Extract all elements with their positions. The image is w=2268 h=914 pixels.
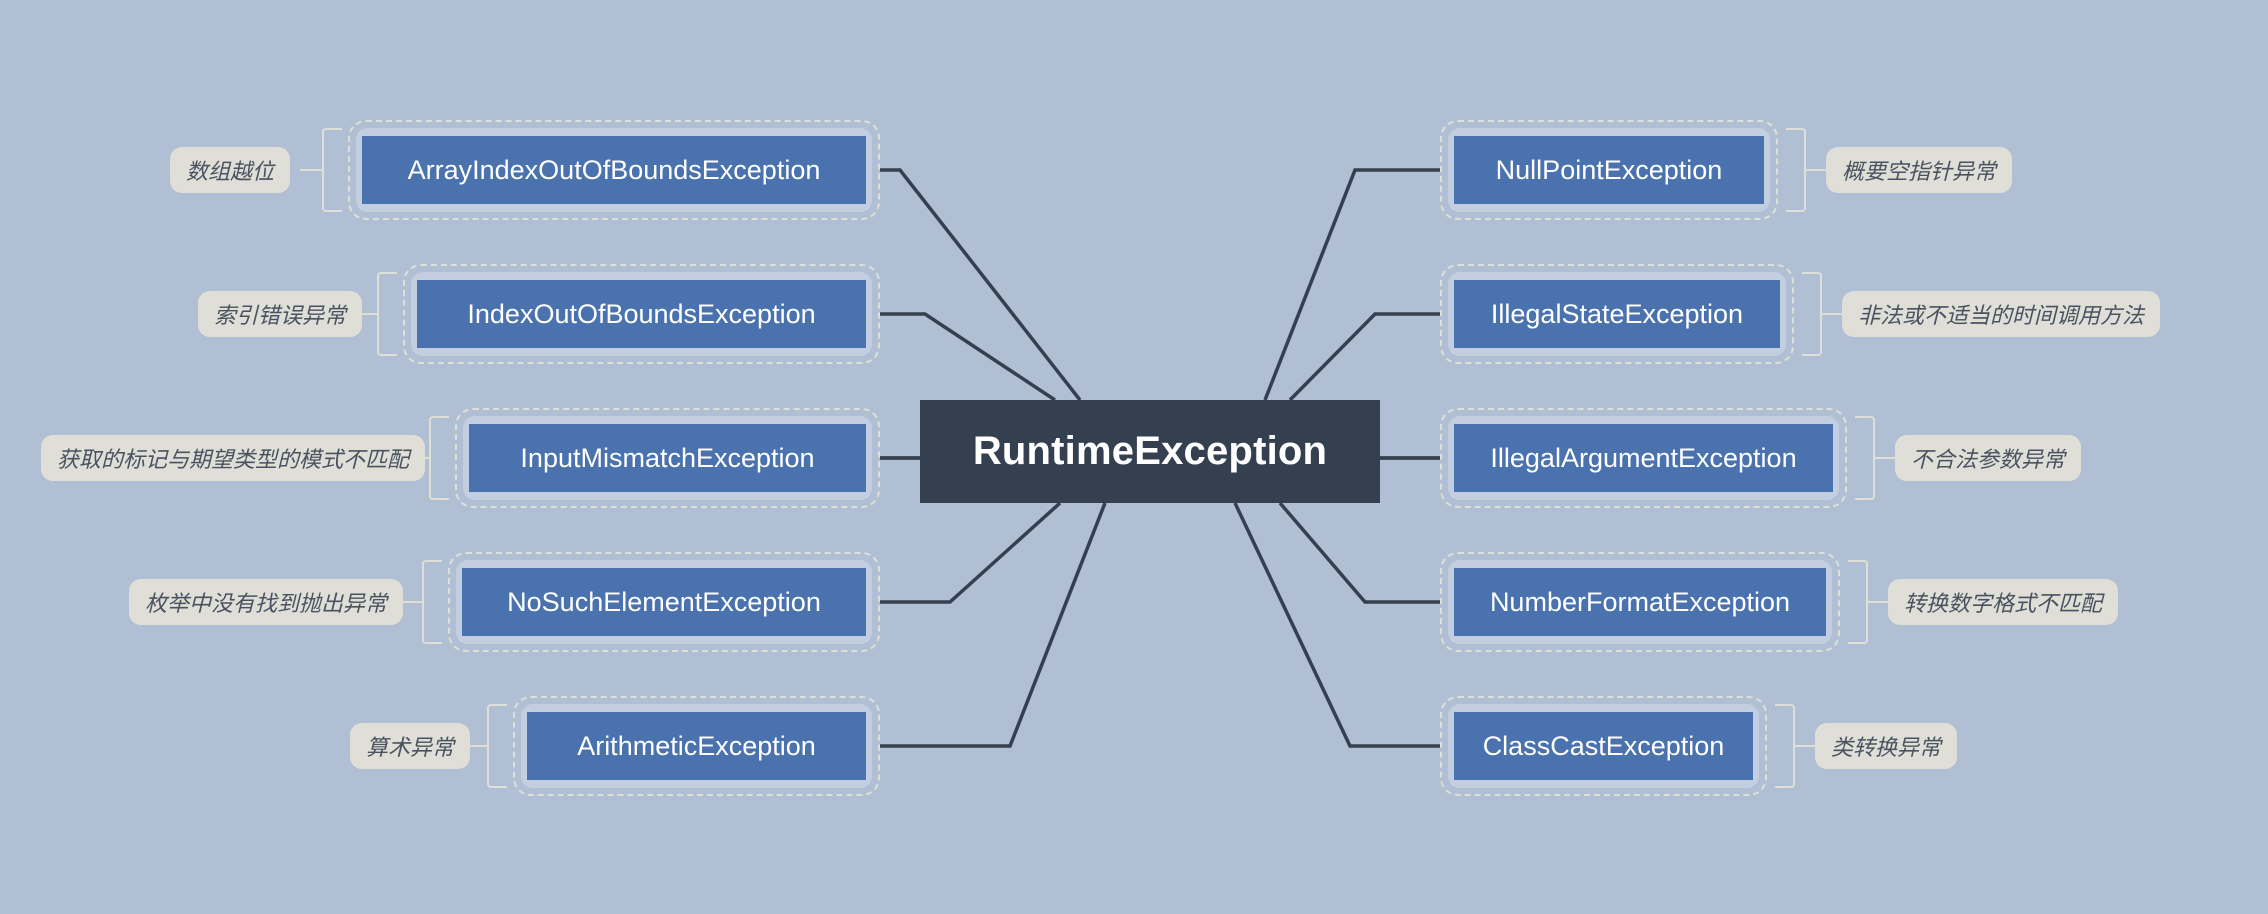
note-left-1[interactable]: 数组越位 (170, 147, 291, 193)
node-numberformatexception[interactable]: NumberFormatException (1454, 568, 1826, 636)
root-node-runtimeexception[interactable]: RuntimeException (920, 400, 1380, 503)
bracket-left-2 (377, 272, 397, 356)
note-right-1[interactable]: 概要空指针异常 (1826, 147, 2013, 193)
bracket-left-1 (322, 128, 342, 212)
bracket-right-1 (1786, 128, 1806, 212)
note-right-2[interactable]: 非法或不适当的时间调用方法 (1842, 291, 2161, 337)
connector-right-5 (1233, 502, 1440, 748)
connector-left-4 (880, 501, 1062, 604)
bracket-right-4 (1848, 560, 1868, 644)
node-frame-right-4 (1440, 552, 1840, 652)
node-frame-right-1 (1440, 120, 1778, 220)
connector-left-5 (880, 502, 1107, 748)
connector-right-2 (1288, 312, 1440, 402)
node-arrayindexoutofboundsexception[interactable]: ArrayIndexOutOfBoundsException (362, 136, 866, 204)
note-left-2[interactable]: 索引错误异常 (198, 291, 363, 337)
bracket-tick-left-1 (300, 169, 324, 171)
note-right-3[interactable]: 不合法参数异常 (1895, 435, 2082, 481)
node-nullpointexception[interactable]: NullPointException (1454, 136, 1764, 204)
connector-right-1 (1263, 168, 1440, 401)
node-classcastexception[interactable]: ClassCastException (1454, 712, 1753, 780)
node-frame-left-1 (348, 120, 880, 220)
bracket-right-5 (1775, 704, 1795, 788)
note-right-4[interactable]: 转换数字格式不匹配 (1888, 579, 2119, 625)
node-frame-right-2 (1440, 264, 1794, 364)
node-nosuchelementexception[interactable]: NoSuchElementException (462, 568, 866, 636)
node-illegalargumentexception[interactable]: IllegalArgumentException (1454, 424, 1833, 492)
connector-left-2 (880, 312, 1056, 402)
node-indexoutofboundsexception[interactable]: IndexOutOfBoundsException (417, 280, 866, 348)
bracket-tick-right-1 (1804, 169, 1828, 171)
bracket-tick-right-3 (1873, 457, 1897, 459)
node-inputmismatchexception[interactable]: InputMismatchException (469, 424, 866, 492)
bracket-tick-right-2 (1820, 313, 1844, 315)
note-left-3[interactable]: 获取的标记与期望类型的模式不匹配 (41, 435, 426, 481)
node-arithmeticexception[interactable]: ArithmeticException (527, 712, 866, 780)
note-right-5[interactable]: 类转换异常 (1815, 723, 1958, 769)
bracket-left-4 (422, 560, 442, 644)
node-frame-left-3 (455, 408, 880, 508)
node-frame-right-5 (1440, 696, 1767, 796)
bracket-tick-left-2 (355, 313, 379, 315)
bracket-tick-right-4 (1866, 601, 1890, 603)
node-frame-right-3 (1440, 408, 1847, 508)
bracket-tick-right-5 (1793, 745, 1817, 747)
node-frame-left-2 (403, 264, 880, 364)
bracket-right-3 (1855, 416, 1875, 500)
bracket-tick-left-4 (400, 601, 424, 603)
bracket-right-2 (1802, 272, 1822, 356)
bracket-left-5 (487, 704, 507, 788)
note-left-4[interactable]: 枚举中没有找到抛出异常 (129, 579, 404, 625)
connector-right-4 (1278, 501, 1440, 604)
node-frame-left-5 (513, 696, 880, 796)
connector-left-1 (880, 168, 1082, 402)
node-frame-left-4 (448, 552, 880, 652)
node-illegalstateexception[interactable]: IllegalStateException (1454, 280, 1780, 348)
note-left-5[interactable]: 算术异常 (350, 723, 471, 769)
bracket-tick-left-5 (465, 745, 489, 747)
bracket-left-3 (429, 416, 449, 500)
